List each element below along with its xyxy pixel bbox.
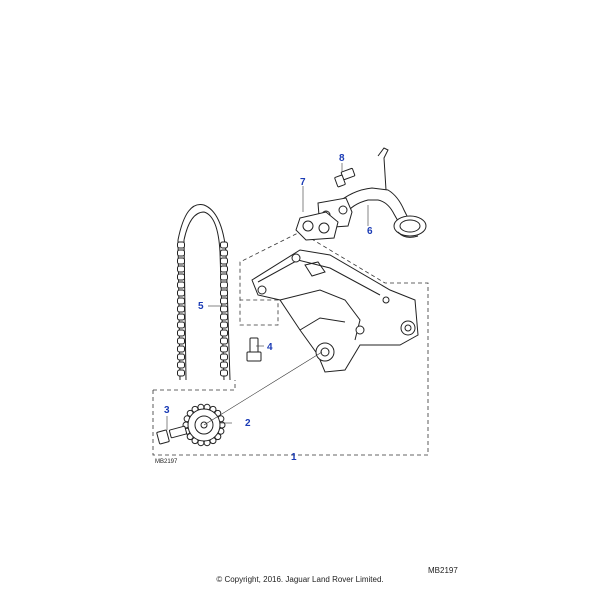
chain-link <box>220 345 228 353</box>
timing-chain <box>177 203 231 381</box>
callout-3: 3 <box>164 405 170 416</box>
chain-link <box>177 305 185 313</box>
chain-link <box>177 289 185 297</box>
chain-link <box>220 305 228 313</box>
chain-link <box>177 361 185 369</box>
chain-link <box>220 257 228 265</box>
chain-link <box>177 353 185 361</box>
oil-pump-body <box>251 249 419 373</box>
chain-link <box>177 313 185 321</box>
callout-7: 7 <box>300 177 306 188</box>
chain-link <box>177 265 185 273</box>
callout-2: 2 <box>245 418 251 429</box>
sprocket <box>182 403 226 447</box>
chain-link <box>220 369 228 377</box>
chain-link <box>177 297 185 305</box>
callout-4: 4 <box>267 342 273 353</box>
callout-1: 1 <box>291 452 297 463</box>
chain-link <box>177 241 185 249</box>
chain-link <box>177 345 185 353</box>
diagram-reference: MB2197 <box>428 566 458 575</box>
pipe-bolt <box>334 167 356 188</box>
leader-lines <box>166 163 369 430</box>
chain-link <box>220 321 228 329</box>
chain-link <box>220 273 228 281</box>
chain-link <box>177 321 185 329</box>
chain-link <box>177 369 185 377</box>
chain-link <box>220 329 228 337</box>
gasket <box>295 211 339 241</box>
chain-link <box>220 289 228 297</box>
chain-link <box>177 281 185 289</box>
chain-link <box>177 329 185 337</box>
chain-link <box>220 353 228 361</box>
chain-link <box>220 337 228 345</box>
chain-link <box>220 361 228 369</box>
callout-8: 8 <box>339 153 345 164</box>
chain-link <box>220 265 228 273</box>
chain-link <box>177 257 185 265</box>
diagram-reference-inner: MB2197 <box>155 459 178 465</box>
chain-link <box>220 249 228 257</box>
chain-link <box>177 337 185 345</box>
chain-link <box>177 249 185 257</box>
copyright-notice: © Copyright, 2016. Jaguar Land Rover Lim… <box>216 575 384 584</box>
chain-link <box>220 297 228 305</box>
callout-6: 6 <box>367 226 373 237</box>
sprocket-bolt <box>156 425 188 445</box>
chain-link <box>220 313 228 321</box>
chain-link <box>177 273 185 281</box>
chain-link <box>220 241 228 249</box>
callout-5: 5 <box>198 301 204 312</box>
pump-mounting-bolt <box>246 337 262 362</box>
chain-link <box>220 281 228 289</box>
